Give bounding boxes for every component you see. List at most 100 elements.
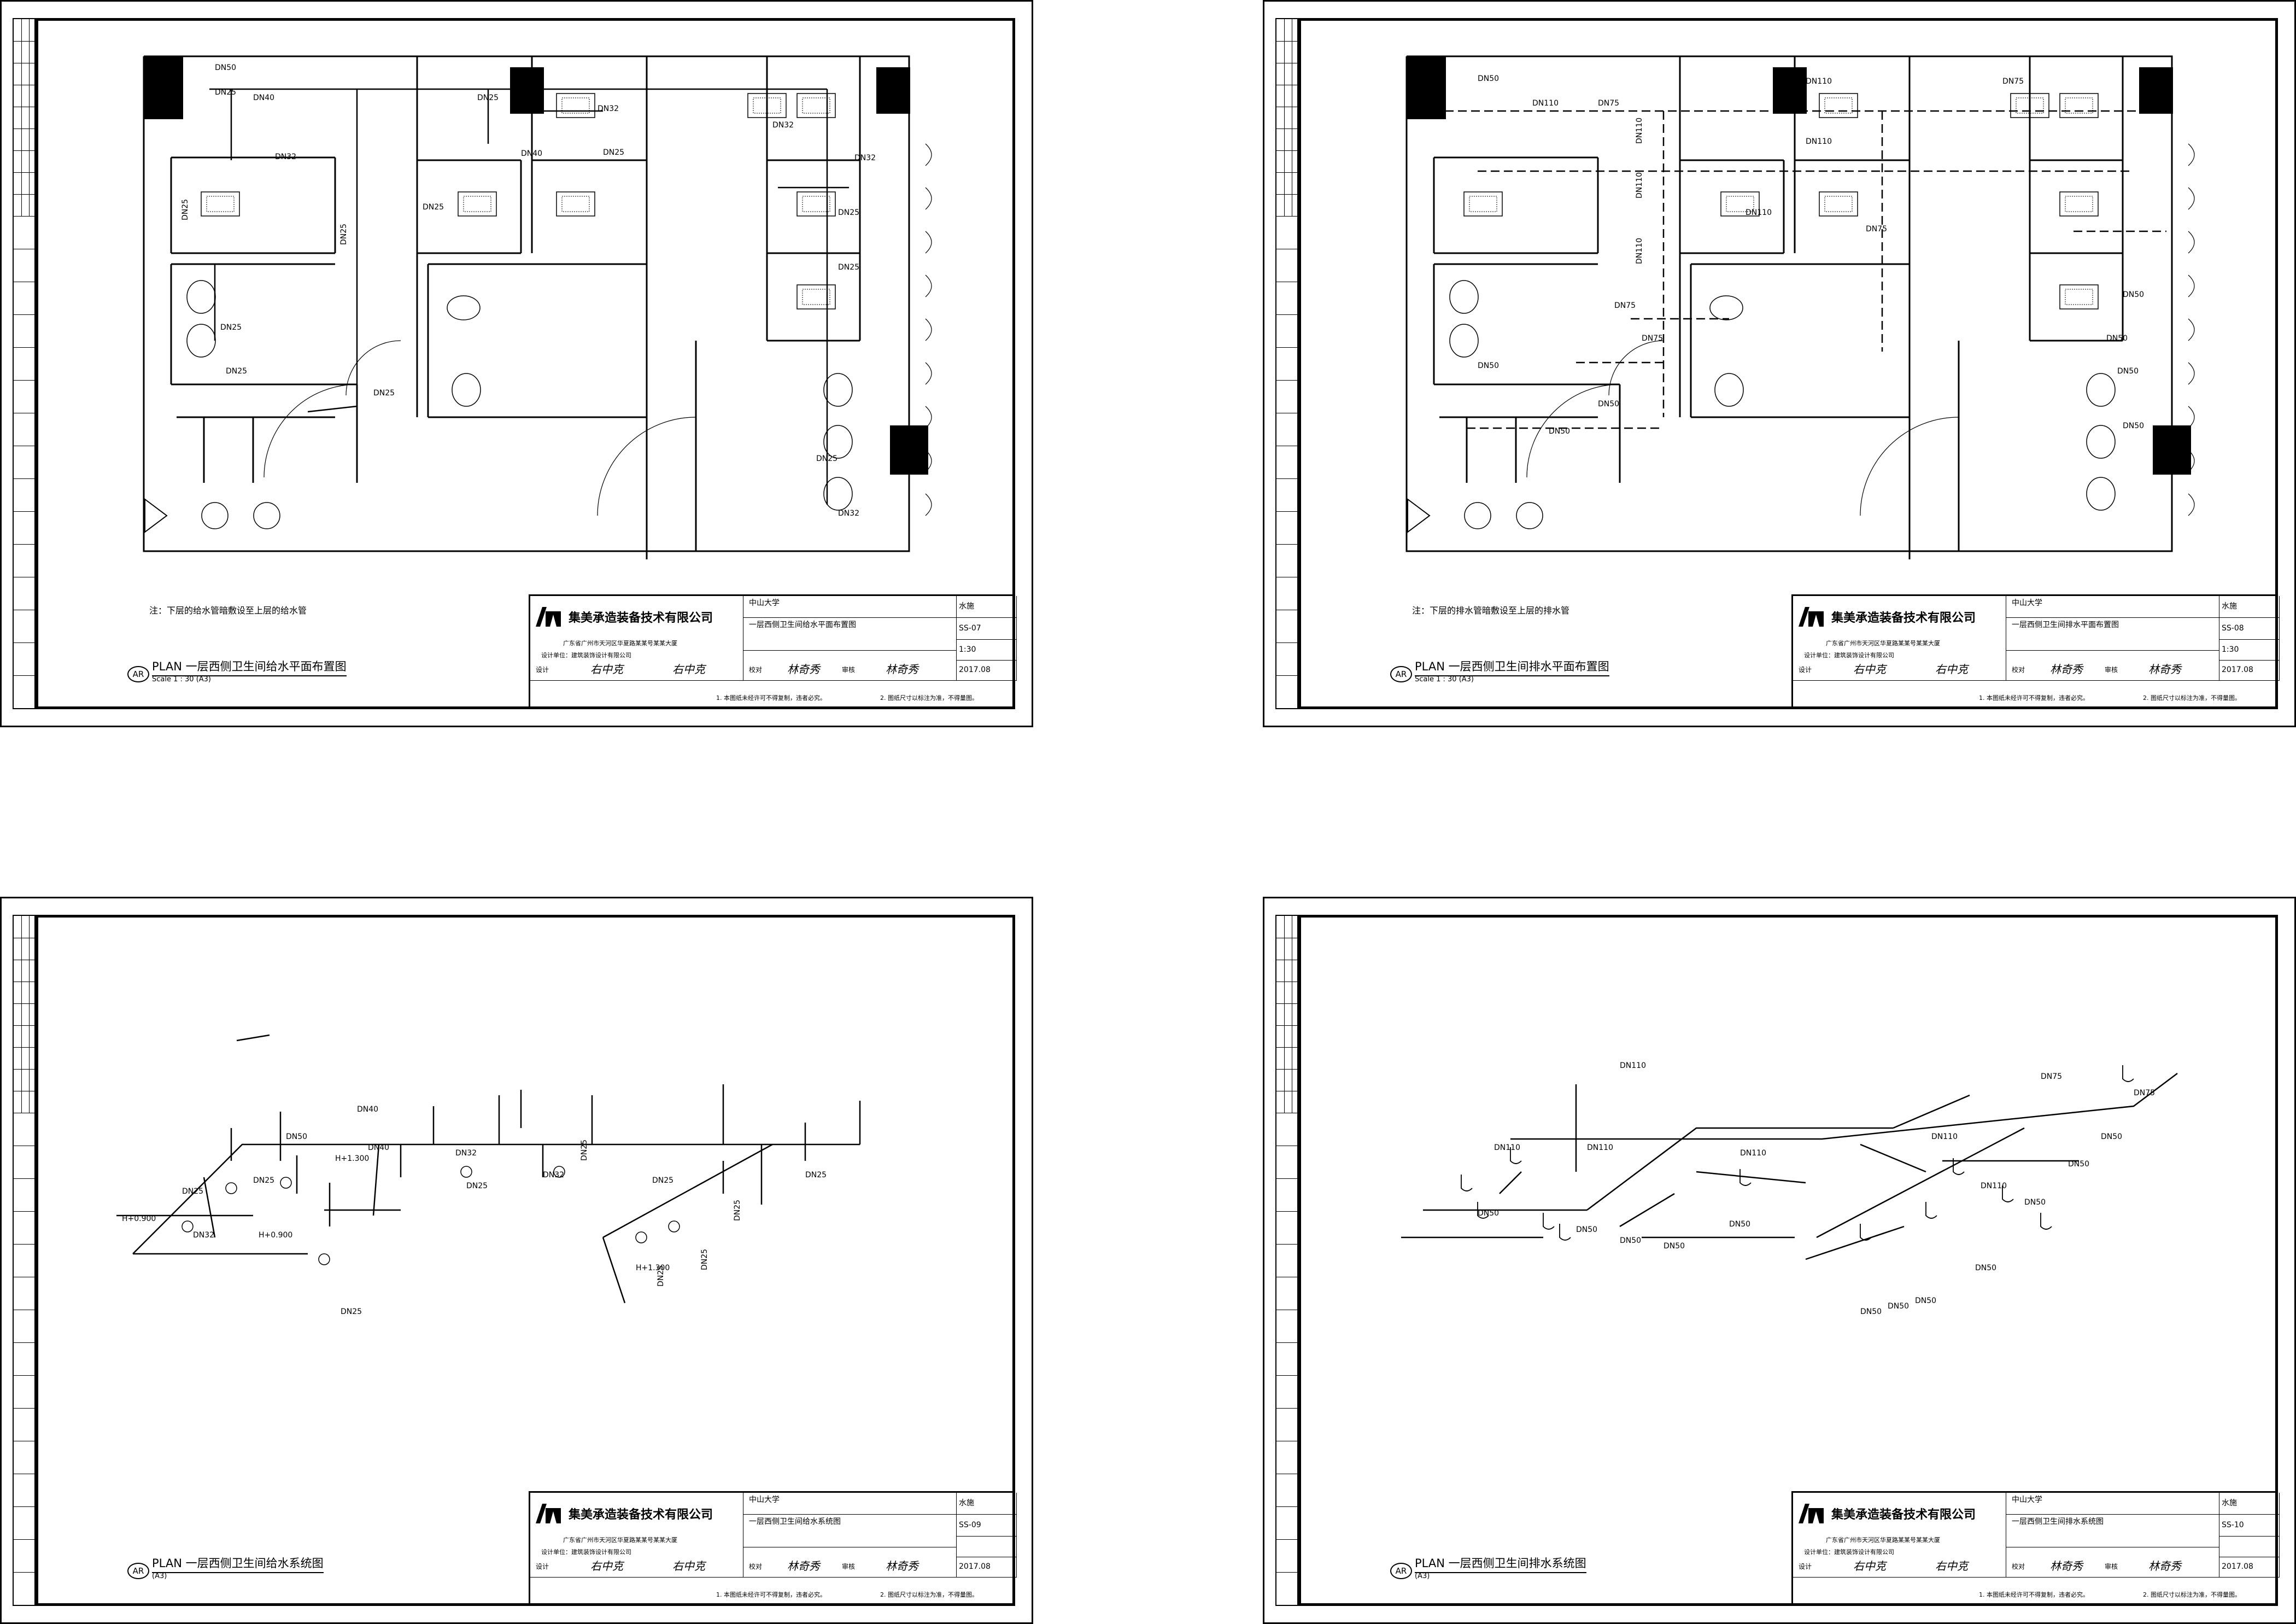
- strip-rule: [1276, 1003, 1297, 1004]
- trap-fitting: [1543, 1213, 1555, 1230]
- strip-rule: [14, 1342, 34, 1343]
- trap-fitting: [2002, 1185, 2014, 1202]
- strip-rule: [1276, 1375, 1297, 1376]
- toilet-fixture: [201, 191, 240, 217]
- strip-rule: [14, 1408, 34, 1409]
- drawing-number: SS-09: [957, 1515, 1017, 1537]
- door-swing: [1608, 340, 1664, 396]
- pipe-size-label: DN110: [1635, 118, 1644, 144]
- washbasin: [823, 477, 853, 511]
- supply-pipe: [372, 1144, 380, 1216]
- strip-rule: [14, 1572, 34, 1573]
- supply-pipe: [203, 1177, 216, 1238]
- drawing-scale: 1:30: [2219, 640, 2280, 661]
- design-unit: 设计单位：建筑装饰设计有限公司: [541, 652, 631, 659]
- check-label: 校对: [749, 666, 763, 674]
- check-label: 校对: [2012, 1563, 2025, 1570]
- pipe-size-label: DN25: [733, 1200, 742, 1221]
- window-mark: [2188, 318, 2195, 341]
- design-unit: 设计单位：建筑装饰设计有限公司: [1804, 1549, 1894, 1556]
- plan-badge: AR: [1390, 666, 1412, 682]
- strip-divider: [29, 19, 30, 216]
- toilet-fixture: [561, 196, 590, 212]
- pipe-size-label: DN50: [1620, 1236, 1641, 1245]
- pipe-size-label: DN25: [657, 1265, 665, 1287]
- toilet-fixture: [206, 196, 235, 212]
- footnote-2: 2. 图纸尺寸以标注为准，不得量图。: [880, 1591, 978, 1598]
- strip-rule: [14, 150, 34, 151]
- door-swing: [597, 417, 696, 516]
- pipe-size-label: DN75: [1598, 99, 1619, 108]
- strip-rule: [1276, 675, 1297, 676]
- door-swing: [263, 384, 358, 478]
- pipe-size-label: DN50: [2068, 1160, 2089, 1169]
- approver-signature: 林奇秀: [2148, 663, 2181, 676]
- plan-title: PLAN 一层西侧卫生间排水系统图: [1415, 1555, 1586, 1573]
- toilet-fixture: [802, 196, 830, 212]
- audit-label: 审核: [842, 666, 856, 674]
- column: [1407, 56, 1446, 119]
- pipe-size-label: DN50: [1664, 1242, 1685, 1251]
- discipline: 水施: [2219, 596, 2280, 618]
- drawing-content: 一层西侧卫生间排水系统图: [2006, 1515, 2219, 1547]
- strip-rule: [14, 544, 34, 545]
- strip-rule: [14, 1506, 34, 1507]
- toilet-fixture: [556, 191, 595, 217]
- pipe-size-label: DN110: [1806, 137, 1832, 146]
- pipe-size-label: DN50: [1478, 1209, 1499, 1218]
- pipe-size-label: DN40: [521, 149, 542, 158]
- plan-scale: (A3): [1415, 1572, 1430, 1580]
- strip-rule: [14, 1211, 34, 1212]
- drawing-date: 2017.08: [957, 661, 1017, 681]
- toilet-fixture: [1469, 196, 1497, 212]
- pipe-size-label: DN50: [1915, 1296, 1936, 1305]
- strip-rule: [1276, 1178, 1297, 1179]
- strip-divider: [21, 19, 22, 216]
- toilet-fixture: [2059, 284, 2099, 309]
- revision-strip: [13, 18, 36, 709]
- washbasin: [2086, 373, 2116, 407]
- floor-drain: [1464, 502, 1491, 529]
- pipe-size-label: DN25: [805, 1171, 827, 1179]
- footnote-1: 1. 本图纸未经许可不得复制，违者必究。: [716, 694, 826, 702]
- strip-rule: [1276, 314, 1297, 315]
- pipe-size-label: DN75: [2002, 77, 2024, 86]
- checker-signature: 林奇秀: [787, 663, 820, 676]
- window-mark: [2188, 274, 2195, 297]
- strip-rule: [1276, 1539, 1297, 1540]
- supply-plan-drawing: DN50DN25DN40DN32DN25DN25DN25DN40DN32DN25…: [143, 55, 932, 559]
- column: [2139, 67, 2173, 114]
- company-name: 集美承造装备技术有限公司: [569, 611, 713, 625]
- pipe-size-label: DN25: [838, 263, 859, 272]
- check-label: 校对: [2012, 666, 2025, 674]
- window-mark: [925, 231, 932, 254]
- drawing-date: 2017.08: [2219, 661, 2280, 681]
- footnote-1: 1. 本图纸未经许可不得复制，违者必究。: [716, 1591, 826, 1598]
- strip-rule: [1276, 128, 1297, 129]
- revision-strip: [13, 915, 36, 1606]
- pipe-size-label: DN40: [368, 1143, 389, 1152]
- pipe-size-label: DN110: [1587, 1143, 1613, 1152]
- strip-rule: [14, 216, 34, 217]
- toilet-fixture: [747, 93, 787, 118]
- plan-title: PLAN 一层西侧卫生间给水平面布置图: [152, 658, 347, 676]
- window-mark: [2188, 493, 2195, 516]
- pipe-size-label: DN25: [226, 367, 247, 376]
- company-cell: [530, 596, 743, 681]
- project-name: 中山大学: [2006, 1493, 2219, 1515]
- pipe-size-label: DN32: [772, 121, 794, 130]
- approver-signature: 林奇秀: [2148, 1559, 2181, 1573]
- supply-pipe: [602, 1143, 773, 1239]
- strip-rule: [1276, 544, 1297, 545]
- pipe-size-label: DN25: [652, 1176, 673, 1185]
- discipline: 水施: [2219, 1493, 2280, 1515]
- pipe-size-label: DN32: [598, 104, 619, 113]
- window-mark: [925, 449, 932, 472]
- strip-rule: [14, 1003, 34, 1004]
- design-label: 设计: [1799, 666, 1812, 674]
- toilet-fixture: [1463, 191, 1503, 217]
- approval-cell: [743, 1547, 957, 1578]
- trap-fitting: [2040, 1213, 2052, 1230]
- pipe-size-label: DN75: [2041, 1072, 2062, 1081]
